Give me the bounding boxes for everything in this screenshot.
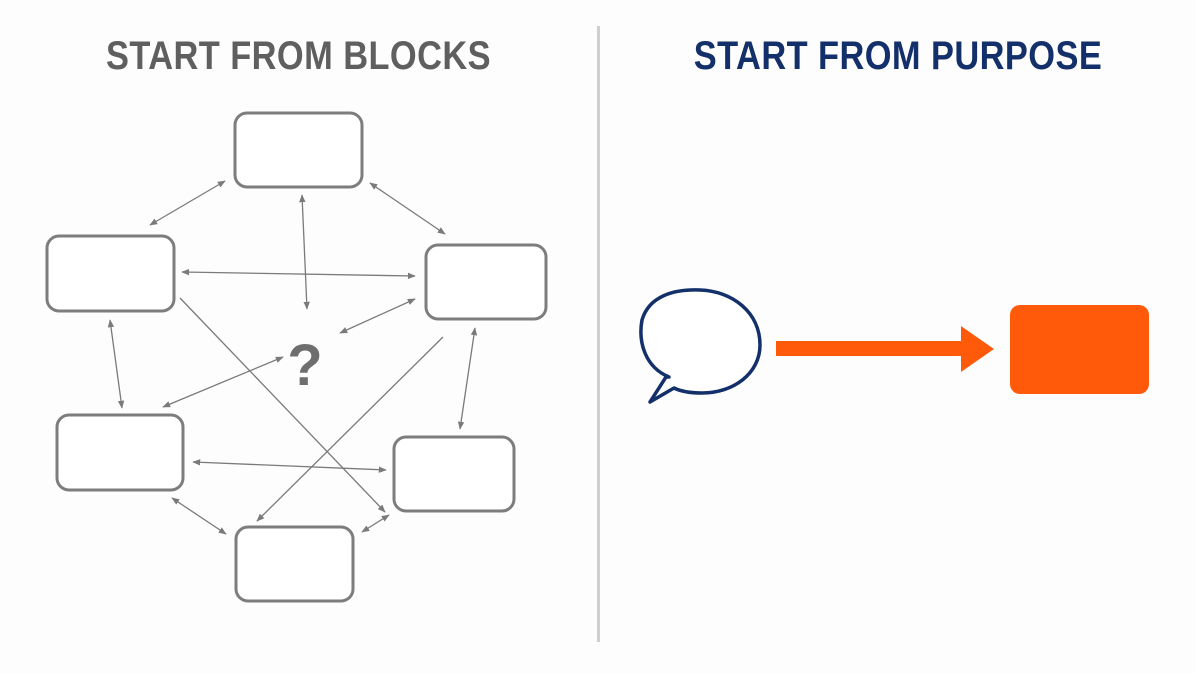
block-lower-left <box>55 413 185 492</box>
arrow-upper-left-to-upper-right <box>181 268 416 280</box>
arrow-right-icon <box>776 326 994 372</box>
start-from-purpose-panel: START FROM PURPOSE <box>600 0 1196 673</box>
block-lower-right <box>392 435 516 513</box>
arrow-upper-right-to-question <box>339 298 416 334</box>
start-from-blocks-panel: START FROM BLOCKS <box>0 0 597 673</box>
block-upper-right <box>424 243 548 321</box>
arrow-upper-left-to-lower-right <box>179 297 386 513</box>
arrow-top-to-upper-right <box>369 182 446 235</box>
arrow-lower-right-to-bottom <box>361 514 390 533</box>
block-top <box>233 111 364 189</box>
arrow-lower-left-to-bottom <box>171 497 227 535</box>
left-panel-title: START FROM BLOCKS <box>105 34 492 78</box>
speech-bubble-icon <box>639 288 762 404</box>
block-upper-left <box>45 234 176 313</box>
arrow-question-to-lower-left <box>162 356 284 408</box>
right-panel-title: START FROM PURPOSE <box>693 34 1103 78</box>
purpose-diagram <box>639 288 1149 404</box>
blocks-diagram: ? <box>45 111 548 603</box>
panel-divider <box>597 26 600 642</box>
result-block-icon <box>1010 305 1149 394</box>
block-bottom <box>234 525 355 603</box>
arrow-top-to-question <box>299 194 310 310</box>
arrow-upper-left-to-lower-left <box>107 319 125 409</box>
arrow-upper-right-to-lower-right <box>457 327 478 430</box>
arrow-lower-left-to-lower-right <box>192 459 387 473</box>
arrow-upper-right-to-bottom <box>256 336 444 522</box>
arrow-top-to-upper-left <box>149 180 226 226</box>
question-mark: ? <box>287 333 322 398</box>
